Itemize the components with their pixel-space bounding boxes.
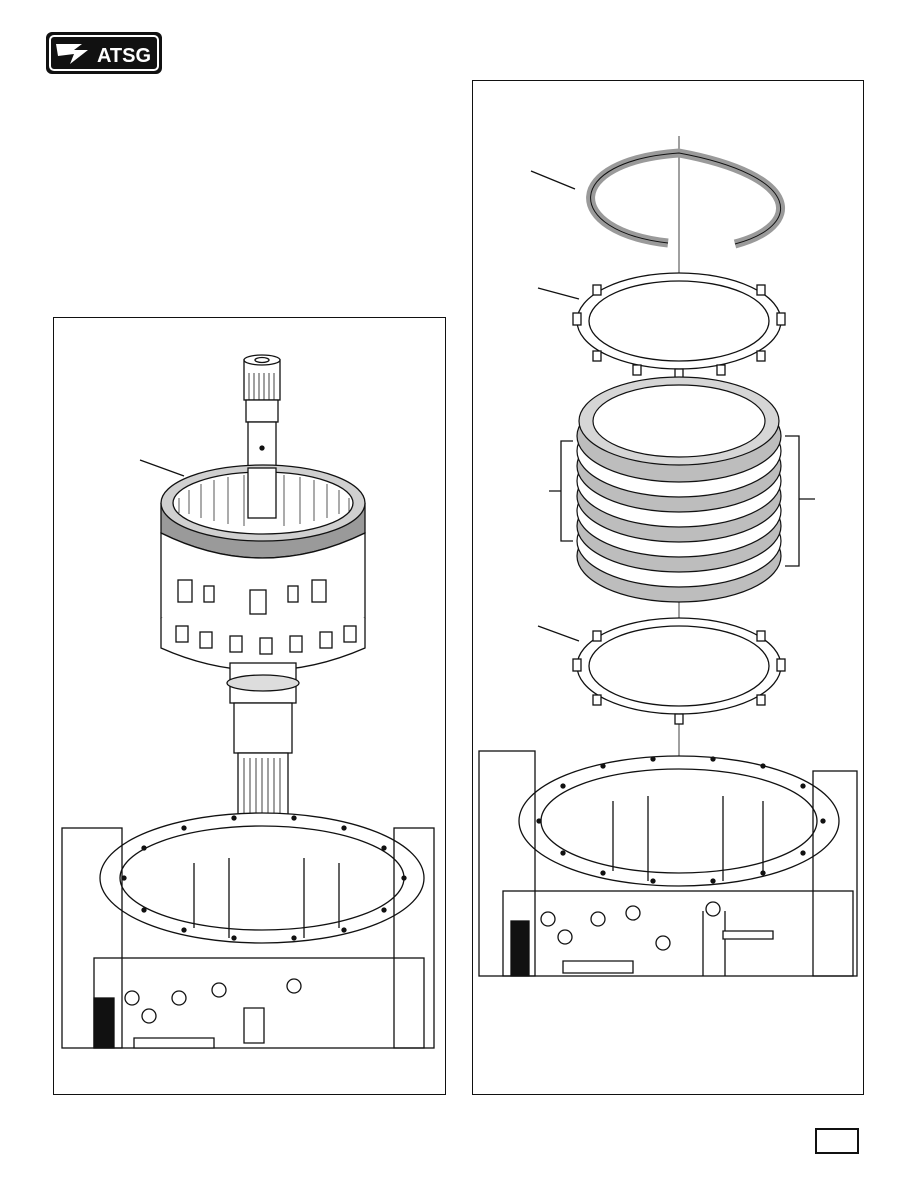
figure-panel-right: [472, 80, 864, 1095]
figure-panel-left: [53, 317, 446, 1095]
leader-line: [530, 170, 576, 190]
leader-line: [139, 459, 185, 477]
leader-line: [537, 287, 580, 300]
logo-text: ATSG: [97, 45, 151, 67]
atsg-logo: ATSG: [44, 30, 164, 76]
bracket-right: [785, 435, 815, 567]
atsg-logo-icon: ATSG: [46, 32, 162, 74]
bracket-left: [549, 440, 573, 542]
leader-line: [537, 625, 580, 642]
clutch-pack-exploded-illustration: [478, 136, 858, 977]
input-drum-assembly-illustration: [61, 354, 435, 1049]
page-number-box: [815, 1128, 859, 1154]
